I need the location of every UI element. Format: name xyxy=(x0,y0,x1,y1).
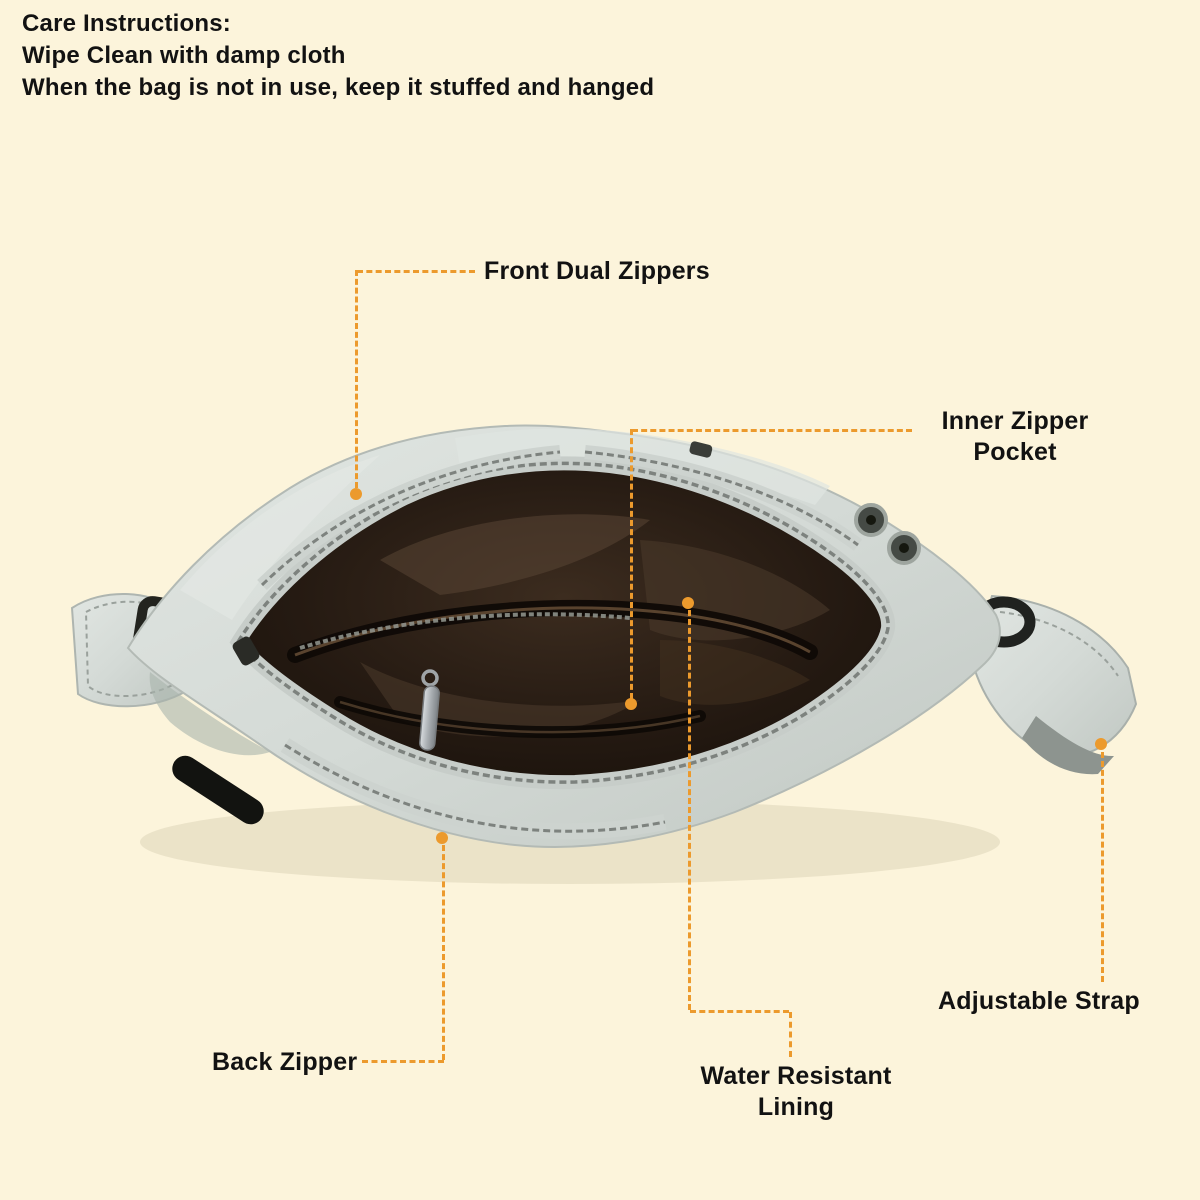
silver-zipper-pull xyxy=(419,669,440,751)
callout-label-inner-zipper-pocket: Inner Zipper Pocket xyxy=(941,407,1089,466)
leader-line-back-zipper-v xyxy=(442,845,445,1060)
inner-zipper-track xyxy=(299,612,631,650)
leader-line-water-resistant-lining-v-short xyxy=(789,1012,792,1057)
leader-line-inner-zipper-pocket-h xyxy=(632,429,912,432)
leader-line-inner-zipper-pocket-v xyxy=(630,429,633,699)
care-instructions-line: When the bag is not in use, keep it stuf… xyxy=(22,74,655,101)
care-instructions-title: Care Instructions: xyxy=(22,10,231,37)
care-instructions-line: Wipe Clean with damp cloth xyxy=(22,42,346,69)
leader-line-adjustable-strap-v xyxy=(1101,752,1104,982)
callout-label-front-dual-zippers: Front Dual Zippers xyxy=(484,257,710,285)
leader-line-front-dual-zippers-v xyxy=(355,270,358,488)
callout-dot-back-zipper xyxy=(436,832,448,844)
callout-dot-water-resistant-lining xyxy=(682,597,694,609)
black-zipper-pull xyxy=(172,636,264,825)
leader-line-front-dual-zippers-h xyxy=(357,270,475,273)
callout-label-water-resistant-lining: Water Resistant Lining xyxy=(700,1062,892,1121)
leader-line-water-resistant-lining-h xyxy=(690,1010,789,1013)
leader-line-back-zipper-h xyxy=(362,1060,444,1063)
care-instructions: Care Instructions: Wipe Clean with damp … xyxy=(22,8,654,104)
callout-dot-adjustable-strap xyxy=(1095,738,1107,750)
callout-dot-front-dual-zippers xyxy=(350,488,362,500)
leader-line-water-resistant-lining-v-long xyxy=(688,610,691,1010)
callout-label-back-zipper: Back Zipper xyxy=(212,1048,358,1076)
front-dual-zipper-tracks xyxy=(257,441,863,591)
callout-label-adjustable-strap: Adjustable Strap xyxy=(938,987,1140,1015)
back-zipper-track xyxy=(280,738,667,840)
callout-dot-inner-zipper-pocket xyxy=(625,698,637,710)
metal-grommets xyxy=(854,503,921,565)
